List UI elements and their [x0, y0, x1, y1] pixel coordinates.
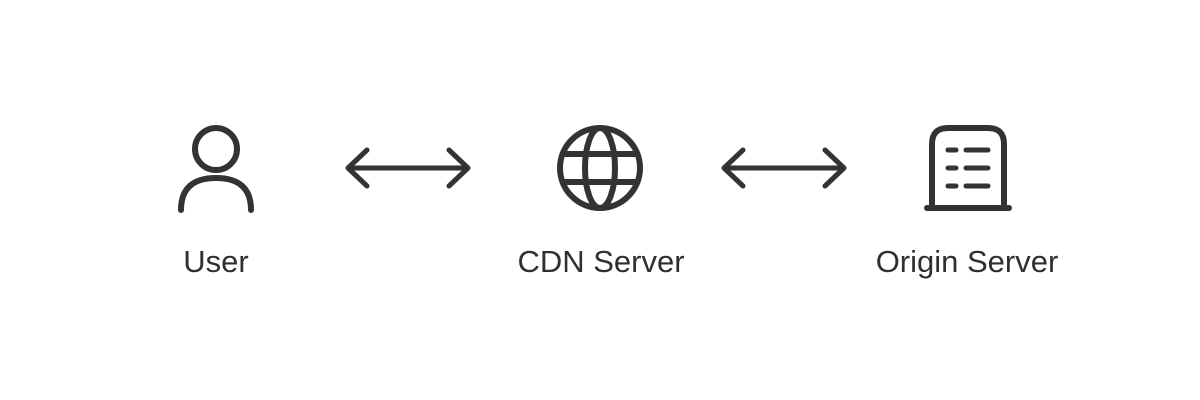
node-label-cdn-server: CDN Server: [517, 244, 685, 279]
server-icon: [918, 118, 1018, 218]
node-label-origin-server: Origin Server: [875, 244, 1059, 279]
bidirectional-arrow-icon: [719, 143, 849, 193]
node-label-user: User: [183, 244, 249, 279]
user-icon: [166, 116, 266, 216]
bidirectional-arrow-icon: [343, 143, 473, 193]
globe-icon: [550, 118, 650, 218]
